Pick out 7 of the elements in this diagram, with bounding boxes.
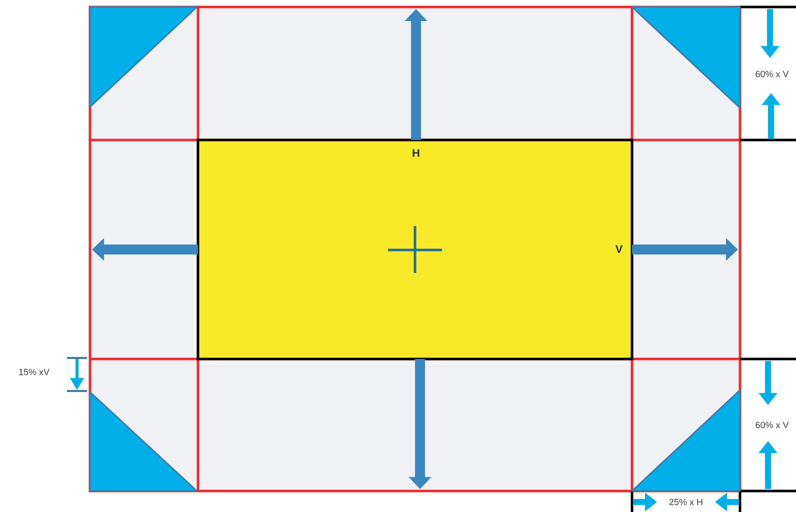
dimension-label: 25% x H (669, 498, 702, 506)
center-box (196, 138, 634, 360)
dimension-label: 60% x V (756, 70, 789, 78)
axis-label: V (615, 245, 623, 253)
dimension-label: 15% xV (19, 368, 50, 376)
dimension-label: 60% x V (756, 422, 789, 428)
axis-label: H (412, 149, 420, 157)
